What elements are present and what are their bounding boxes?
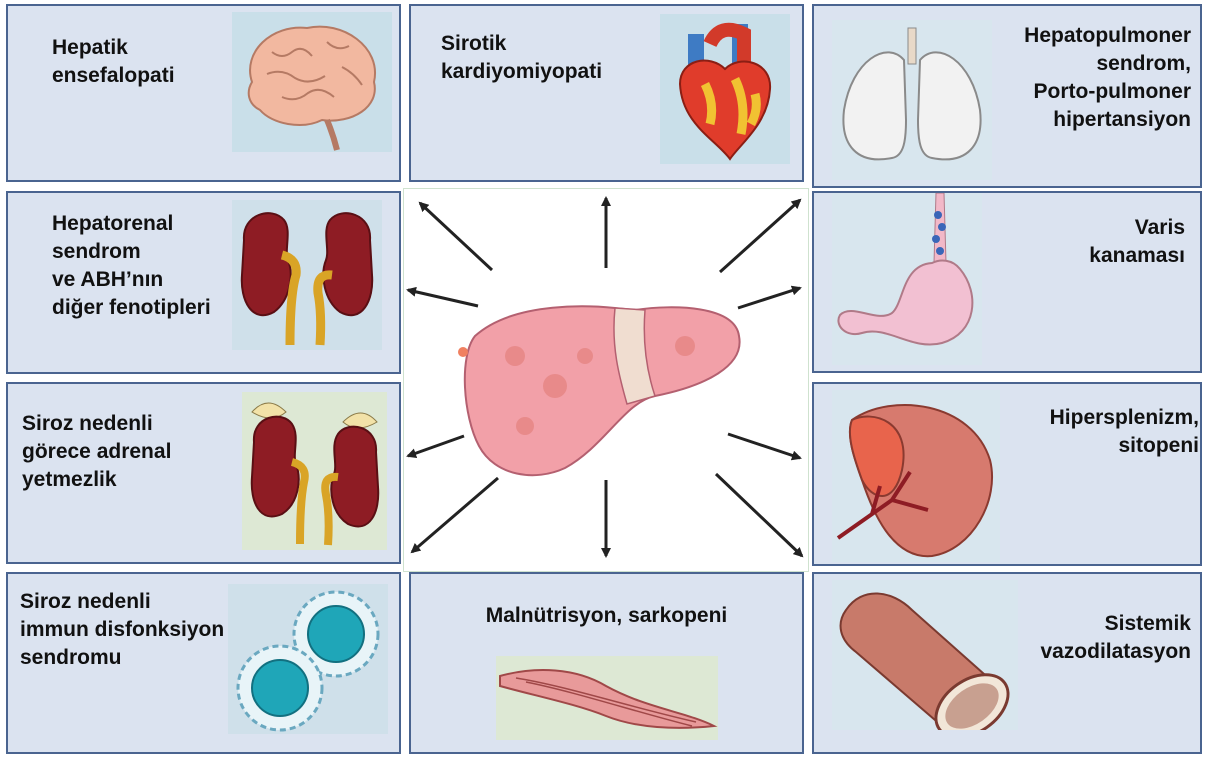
arrow-to-hypersplenism <box>728 434 800 458</box>
arrow-to-hepatorenal <box>408 290 478 306</box>
arrow-to-encephalopathy <box>420 203 492 270</box>
arrow-to-vasodilation <box>716 474 802 556</box>
arrow-to-immune <box>412 478 498 552</box>
arrow-to-adrenal <box>408 436 464 456</box>
arrow-to-hepatopulmonary <box>720 200 800 272</box>
arrow-to-variceal <box>738 288 800 308</box>
